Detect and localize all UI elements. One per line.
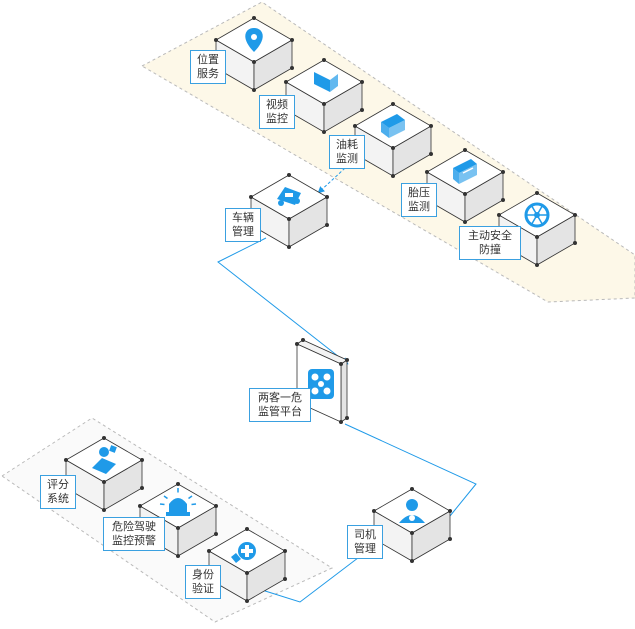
cube-right-face	[340, 359, 348, 423]
cube-vertex	[245, 571, 249, 575]
connector-platform-to-driver	[344, 423, 477, 517]
cube-vertex	[287, 173, 291, 177]
label-identity-verification: 身份 验证	[185, 565, 221, 599]
monitor-icon	[314, 72, 338, 92]
cube-vertex	[301, 338, 305, 342]
cube-vertex	[372, 509, 376, 513]
cube-vertex	[245, 599, 249, 603]
cube-vertex	[214, 38, 218, 42]
cube-vertex	[283, 549, 287, 553]
cube-vertex	[448, 509, 452, 513]
cube-vertex	[176, 554, 180, 558]
cube-vertex	[322, 130, 326, 134]
label-supervision-platform: 两客一危 监管平台	[249, 388, 311, 422]
cube-vertex	[214, 532, 218, 536]
network-icon	[308, 369, 334, 399]
cube-vertex	[102, 436, 106, 440]
cube-vertex	[102, 480, 106, 484]
label-rating-system: 评分 系统	[40, 475, 76, 509]
cube-vertex	[140, 458, 144, 462]
cube-vertex	[463, 220, 467, 224]
cube-vertex	[535, 263, 539, 267]
cube-vertex	[501, 170, 505, 174]
cube-vertex	[283, 577, 287, 581]
fuel-can-icon	[381, 114, 405, 138]
cube-vertex	[410, 487, 414, 491]
cube-vertex	[463, 192, 467, 196]
cube-vertex	[287, 217, 291, 221]
cube-vertex	[345, 416, 349, 420]
driver-icon	[399, 499, 425, 523]
cube-vertex	[463, 148, 467, 152]
cube-vertex	[102, 508, 106, 512]
ranking-icon	[92, 445, 117, 474]
label-tire-pressure: 胎压 监测	[401, 183, 437, 217]
cube-vertex	[391, 146, 395, 150]
cube-vertex	[360, 80, 364, 84]
node-driver	[372, 487, 452, 563]
connector-driver-to-identity	[261, 544, 376, 603]
cube-vertex	[325, 223, 329, 227]
label-location-service: 位置 服务	[190, 50, 226, 84]
label-fuel-monitoring: 油耗 监测	[329, 135, 365, 169]
gauge-icon	[453, 159, 477, 184]
cube-vertex	[64, 458, 68, 462]
cube-vertex	[295, 342, 299, 346]
cube-vertex	[410, 559, 414, 563]
cube-vertex	[497, 213, 501, 217]
cube-vertex	[410, 531, 414, 535]
cube-vertex	[138, 504, 142, 508]
cube-vertex	[448, 537, 452, 541]
cube-vertex	[176, 482, 180, 486]
cube-vertex	[429, 152, 433, 156]
cube-vertex	[345, 358, 349, 362]
car-icon	[277, 187, 301, 206]
cube-vertex	[339, 362, 343, 366]
cube-vertex	[573, 213, 577, 217]
node-identity	[207, 527, 287, 603]
cube-vertex	[252, 60, 256, 64]
cube-vertex	[245, 527, 249, 531]
cube-vertex	[214, 504, 218, 508]
label-vehicle-management: 车辆 管理	[225, 208, 261, 242]
cube-vertex	[425, 170, 429, 174]
cube-vertex	[573, 241, 577, 245]
cube-vertex	[322, 102, 326, 106]
cube-vertex	[391, 174, 395, 178]
alarm-light-icon	[159, 488, 197, 516]
label-active-safety: 主动安全 防撞	[459, 226, 521, 260]
node-video	[284, 58, 364, 134]
cube-vertex	[339, 420, 343, 424]
cube-vertex	[360, 108, 364, 112]
cube-vertex	[535, 191, 539, 195]
cube-vertex	[249, 195, 253, 199]
steering-wheel-icon	[524, 202, 550, 228]
cube-vertex	[284, 80, 288, 84]
cube-vertex	[287, 245, 291, 249]
cube-vertex	[252, 16, 256, 20]
cube-vertex	[207, 549, 211, 553]
cube-vertex	[176, 526, 180, 530]
cube-vertex	[353, 124, 357, 128]
id-badge-icon	[231, 542, 256, 563]
cube-vertex	[140, 486, 144, 490]
location-pin-icon	[245, 28, 263, 52]
cube-vertex	[290, 38, 294, 42]
node-vehicle	[249, 173, 329, 249]
cube-vertex	[290, 66, 294, 70]
cube-vertex	[322, 58, 326, 62]
label-dangerous-driving-warning: 危险驾驶 监控预警	[103, 517, 165, 551]
cube-vertex	[429, 124, 433, 128]
label-driver-management: 司机 管理	[347, 525, 383, 559]
connector-fuel-to-vehicle	[317, 157, 357, 194]
cube-vertex	[391, 102, 395, 106]
cube-vertex	[535, 235, 539, 239]
connector-vehicle-to-platform	[217, 237, 349, 365]
cube-vertex	[325, 195, 329, 199]
cube-vertex	[252, 88, 256, 92]
cube-vertex	[501, 198, 505, 202]
label-video-monitoring: 视频 监控	[259, 95, 295, 129]
